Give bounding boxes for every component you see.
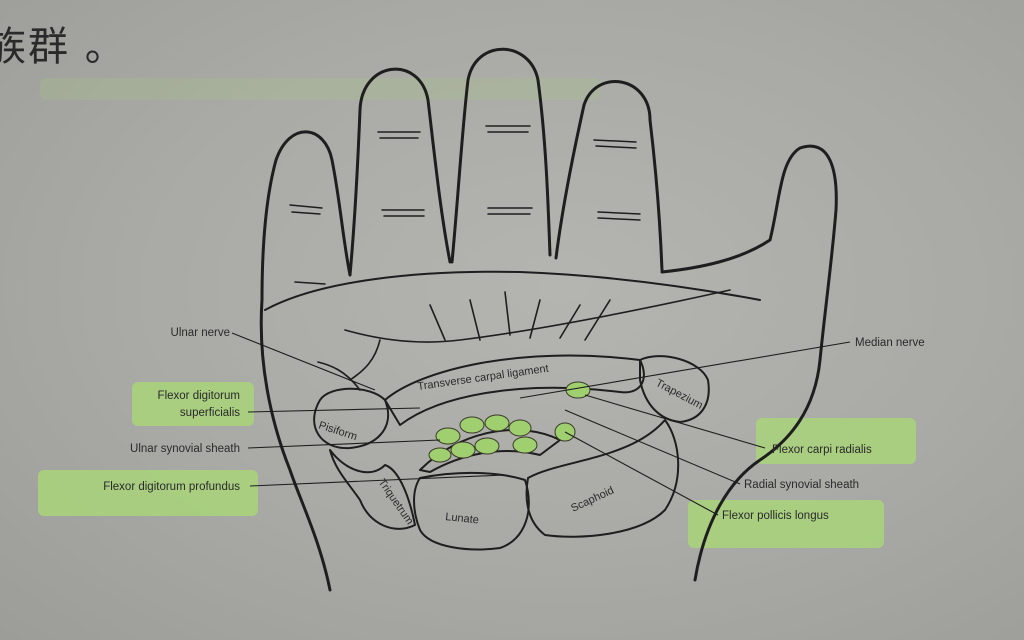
ligament: [384, 354, 645, 426]
label-ulnar-nerve: Ulnar nerve: [171, 327, 230, 339]
highlight-fpl: [688, 500, 884, 548]
label-fcr: Flexor carpi radialis: [772, 444, 872, 456]
tendon: [459, 416, 485, 434]
lunate-bone: [413, 471, 530, 551]
pisiform-bone: [313, 387, 390, 450]
highlight-fcr: [756, 418, 916, 464]
highlight-fdp: [38, 470, 258, 516]
label-fds-1: Flexor digitorum: [158, 390, 240, 402]
tendon: [484, 414, 510, 432]
tendon: [435, 427, 461, 445]
label-median-nerve: Median nerve: [855, 337, 925, 349]
label-radial-sheath: Radial synovial sheath: [744, 479, 859, 491]
hand-outline: [259, 47, 838, 592]
tendon: [474, 437, 500, 455]
label-lunate: Lunate: [445, 511, 480, 526]
scaphoid-bone: [525, 419, 680, 538]
label-fpl: Flexor pollicis longus: [722, 510, 829, 522]
tendon: [508, 419, 532, 437]
tendon: [428, 447, 452, 463]
highlight-band: [40, 78, 600, 100]
label-trapezium: Trapezium: [654, 377, 705, 412]
tendon: [512, 436, 538, 454]
label-fdp: Flexor digitorum profundus: [103, 481, 240, 493]
highlight-fds: [132, 382, 254, 426]
trapezium-bone: [639, 355, 710, 423]
header-text: 族群 。: [0, 24, 127, 70]
triquetrum-bone: [329, 449, 416, 530]
label-fds-2: superficialis: [180, 407, 240, 419]
tendon: [450, 441, 476, 459]
label-ulnar-sheath: Ulnar synovial sheath: [130, 443, 240, 455]
label-scaphoid: Scaphoid: [569, 484, 616, 514]
